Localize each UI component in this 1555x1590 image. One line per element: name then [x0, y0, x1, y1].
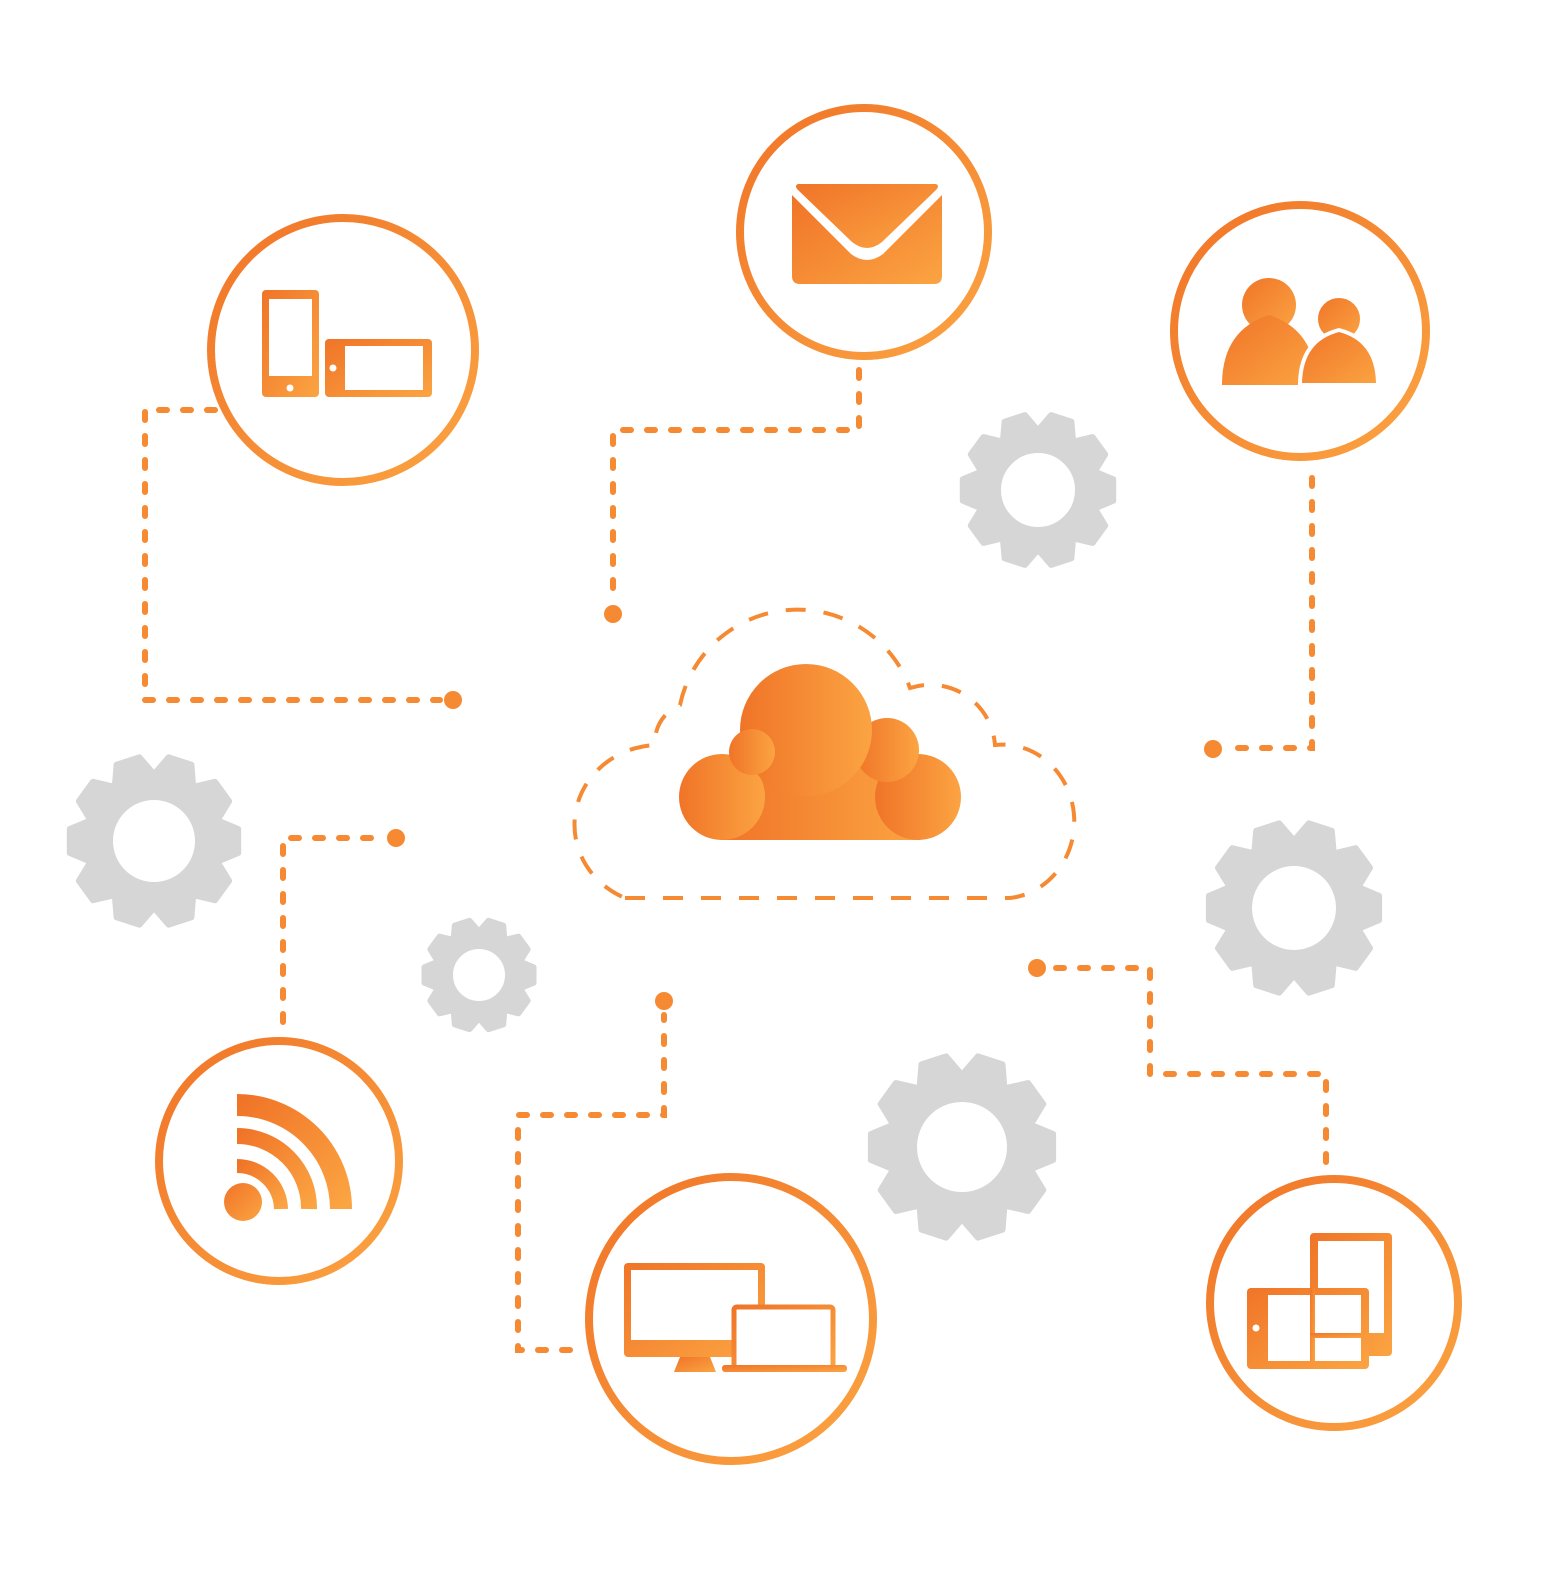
gear-icon: [421, 917, 537, 1033]
connectors: [142, 367, 1329, 1353]
connector-mail: [610, 367, 862, 603]
cloud-icon: [679, 664, 961, 840]
gear-icon: [1205, 820, 1383, 996]
gear-icon: [867, 1053, 1057, 1241]
users-icon: [1222, 278, 1381, 387]
connector-endpoints: [387, 605, 1222, 1010]
node-ring-users: [1170, 201, 1430, 461]
node-ring-rss: [155, 1037, 403, 1285]
desktop-laptop-icon: [624, 1263, 847, 1372]
gear-icon: [66, 754, 242, 928]
rss-feed-icon: [224, 1094, 352, 1221]
gear-icon: [959, 412, 1117, 568]
gears-layer: [66, 412, 1383, 1241]
tablet-devices-icon: [1247, 1233, 1392, 1369]
endpoint-dot: [444, 691, 462, 709]
connector-tablets: [1047, 965, 1329, 1165]
connector-rss: [280, 835, 386, 1025]
mail-icon: [792, 184, 942, 284]
cloud-dashed-outline: [572, 607, 1077, 900]
connector-desktop: [515, 1012, 667, 1353]
endpoint-dot: [604, 605, 622, 623]
endpoint-dot: [387, 829, 405, 847]
connector-users: [1225, 475, 1315, 751]
endpoint-dot: [655, 992, 673, 1010]
endpoint-dot: [1204, 740, 1222, 758]
mobile-devices-icon: [262, 290, 432, 397]
endpoint-dot: [1028, 959, 1046, 977]
connector-devices: [142, 407, 443, 703]
